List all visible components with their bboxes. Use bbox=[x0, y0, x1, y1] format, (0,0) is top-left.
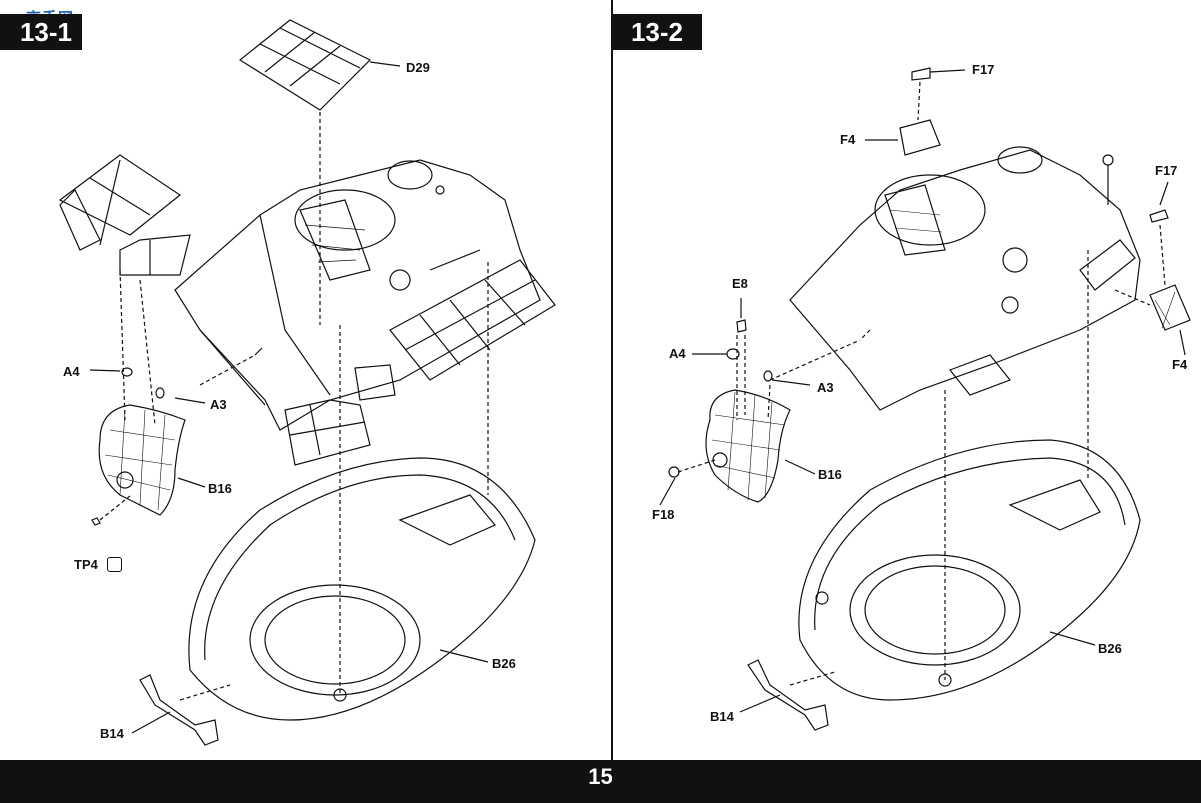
page-number: 15 bbox=[588, 764, 613, 789]
label-a4-right: A4 bbox=[669, 346, 686, 361]
label-f17-top: F17 bbox=[972, 62, 995, 77]
page-divider bbox=[611, 0, 613, 760]
b14-bracket bbox=[139, 674, 219, 746]
hand-pinch-icon bbox=[107, 557, 122, 572]
b26-turret-ring-base-right bbox=[798, 439, 1141, 701]
label-b14-right: B14 bbox=[710, 709, 734, 724]
b26-turret-ring-base bbox=[188, 457, 536, 721]
b16-net-bag-right bbox=[705, 389, 791, 503]
turret-left bbox=[174, 159, 541, 431]
d29-armor-panel bbox=[238, 19, 372, 111]
turret-right bbox=[789, 146, 1141, 411]
turret-side-armor bbox=[284, 259, 556, 466]
f4-part-right bbox=[1149, 284, 1191, 331]
f17-part-top bbox=[911, 67, 931, 81]
step-number-left: 13-1 bbox=[0, 14, 82, 50]
label-f4-top: F4 bbox=[840, 132, 856, 147]
label-e8: E8 bbox=[732, 276, 748, 291]
label-b16-right: B16 bbox=[818, 467, 842, 482]
label-b26: B26 bbox=[492, 656, 516, 671]
label-b16: B16 bbox=[208, 481, 232, 496]
footer-bar bbox=[0, 760, 1201, 803]
label-d29: D29 bbox=[406, 60, 430, 75]
label-a3-right: A3 bbox=[817, 380, 834, 395]
label-f18: F18 bbox=[652, 507, 675, 522]
b16-net-bag bbox=[98, 404, 186, 516]
label-tp4: TP4 bbox=[74, 557, 98, 572]
label-b26-right: B26 bbox=[1098, 641, 1122, 656]
label-a4: A4 bbox=[63, 364, 80, 379]
b14-bracket-right bbox=[747, 659, 829, 731]
left-armor-panels bbox=[58, 154, 191, 276]
step-number-right: 13-2 bbox=[612, 14, 702, 50]
label-a3: A3 bbox=[210, 397, 227, 412]
label-f17-right: F17 bbox=[1155, 163, 1178, 178]
label-b14: B14 bbox=[100, 726, 124, 741]
label-f4-right: F4 bbox=[1172, 357, 1188, 372]
f4-part-top bbox=[899, 119, 941, 156]
